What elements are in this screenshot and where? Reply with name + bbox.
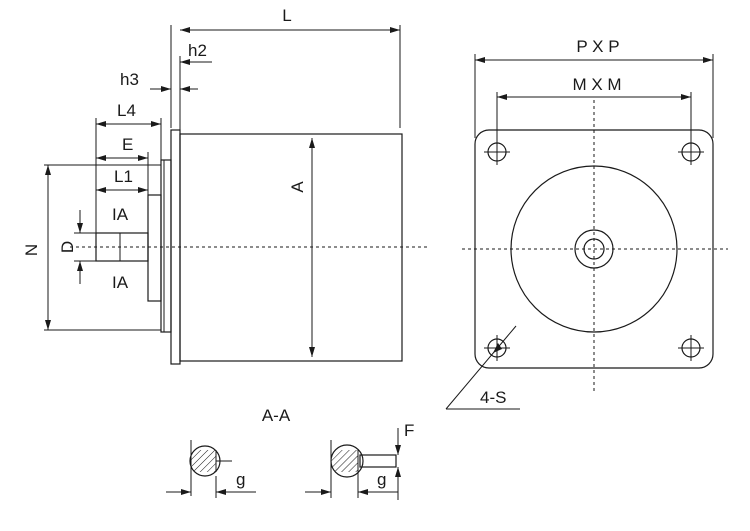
- side-view: L h2 h3 L4 E L1 IA IA: [22, 6, 430, 365]
- label-E: E: [122, 135, 133, 154]
- shaft: [95, 232, 149, 262]
- holes-leader: [445, 325, 517, 410]
- label-MxM: M X M: [572, 75, 621, 94]
- label-g-left: g: [236, 470, 245, 489]
- label-IA-bottom: IA: [112, 273, 129, 292]
- label-L: L: [282, 6, 291, 25]
- front-view: P X P M X M 4-S: [445, 37, 728, 410]
- label-L4: L4: [117, 101, 136, 120]
- label-L1: L1: [114, 167, 133, 186]
- label-PxP: P X P: [576, 37, 619, 56]
- label-section: A-A: [262, 406, 291, 425]
- label-D: D: [58, 241, 77, 253]
- label-holes: 4-S: [480, 388, 506, 407]
- label-g-right: g: [377, 470, 386, 489]
- label-h3: h3: [120, 70, 139, 89]
- label-A: A: [288, 181, 307, 193]
- label-F: F: [404, 421, 414, 440]
- section-view: A-A g g F: [166, 406, 414, 500]
- label-N: N: [22, 244, 41, 256]
- motor-body: [179, 133, 403, 362]
- pilot: [147, 194, 162, 302]
- spigot: [160, 159, 172, 333]
- label-IA-top: IA: [112, 205, 129, 224]
- key: [359, 454, 397, 468]
- label-h2: h2: [188, 41, 207, 60]
